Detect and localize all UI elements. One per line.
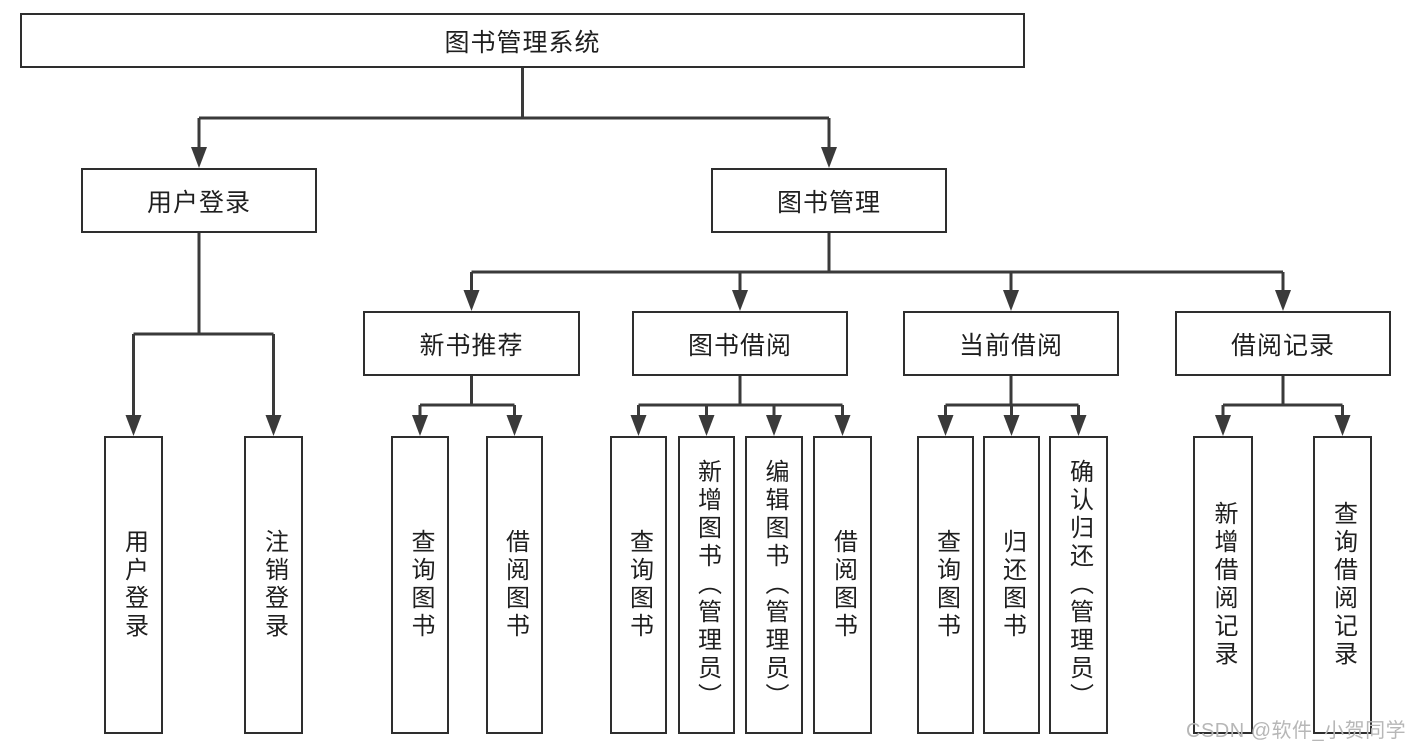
node-book-borrow: 图书借阅 — [632, 311, 848, 376]
leaf-user-login: 用户登录 — [104, 436, 163, 734]
leaf-add-borrow-record: 新增借阅记录 — [1193, 436, 1253, 734]
leaf-label: 查询借阅记录 — [1329, 501, 1357, 669]
node-library-management-system: 图书管理系统 — [20, 13, 1025, 68]
leaf-query-borrow-record: 查询借阅记录 — [1313, 436, 1372, 734]
leaf-borrow-books-recommend: 借阅图书 — [486, 436, 543, 734]
node-label: 借阅记录 — [1230, 331, 1335, 360]
leaf-label: 借阅图书 — [501, 529, 529, 641]
node-label: 图书管理 — [776, 188, 881, 217]
node-book-management: 图书管理 — [711, 168, 947, 233]
leaf-label: 新增借阅记录 — [1210, 501, 1237, 669]
node-borrow-records: 借阅记录 — [1175, 311, 1391, 376]
leaf-label: 编辑图书（管理员） — [761, 459, 788, 711]
node-label: 新书推荐 — [419, 331, 524, 360]
leaf-label: 注销登录 — [260, 529, 288, 641]
node-user-login: 用户登录 — [81, 168, 317, 233]
leaf-query-books-current: 查询图书 — [917, 436, 974, 734]
leaf-label: 归还图书 — [998, 529, 1026, 641]
leaf-label: 查询图书 — [932, 529, 960, 641]
leaf-query-books-borrow: 查询图书 — [610, 436, 667, 734]
leaf-add-book-admin: 新增图书（管理员） — [678, 436, 735, 734]
leaf-return-book: 归还图书 — [983, 436, 1040, 734]
leaf-label: 查询图书 — [407, 529, 434, 641]
node-label: 图书借阅 — [687, 331, 792, 360]
node-current-borrow: 当前借阅 — [903, 311, 1119, 376]
watermark: CSDN @软件_小贺同学 — [1186, 720, 1405, 742]
leaf-confirm-return-admin: 确认归还（管理员） — [1049, 436, 1108, 734]
node-label: 图书管理系统 — [444, 28, 601, 57]
leaf-edit-book-admin: 编辑图书（管理员） — [745, 436, 803, 734]
leaf-label: 用户登录 — [120, 529, 148, 641]
node-label: 当前借阅 — [958, 331, 1063, 360]
leaf-borrow-books: 借阅图书 — [813, 436, 872, 734]
leaf-label: 新增图书（管理员） — [693, 459, 721, 711]
node-label: 用户登录 — [146, 188, 251, 217]
leaf-label: 借阅图书 — [829, 529, 857, 641]
node-new-book-recommend: 新书推荐 — [363, 311, 580, 376]
leaf-query-books-recommend: 查询图书 — [391, 436, 449, 734]
leaf-label: 确认归还（管理员） — [1065, 459, 1093, 711]
leaf-logout: 注销登录 — [244, 436, 303, 734]
leaf-label: 查询图书 — [625, 529, 653, 641]
